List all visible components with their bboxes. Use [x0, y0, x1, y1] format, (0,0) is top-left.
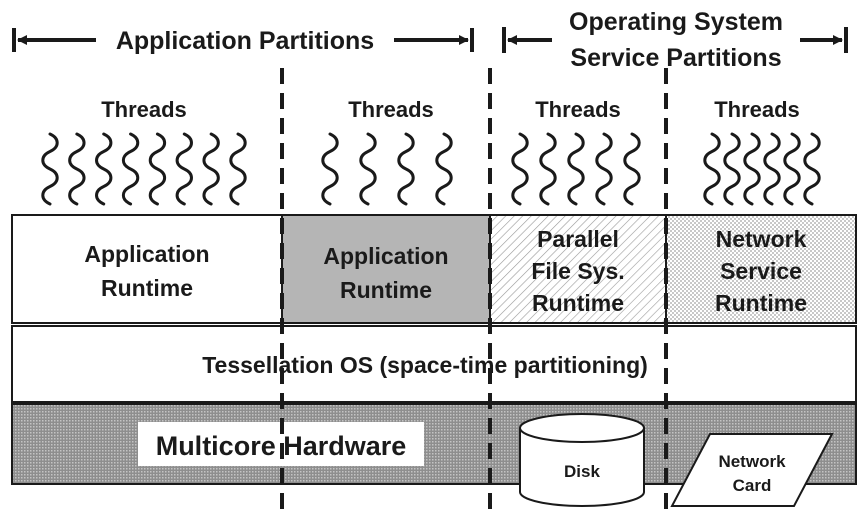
os-layer-box	[11, 325, 857, 403]
thread-squiggle-icon	[359, 132, 377, 206]
runtime-layer: Application Runtime Application Runtime …	[11, 214, 857, 324]
thread-squiggle-icon	[95, 132, 113, 206]
network-card-icon: Network Card	[670, 433, 834, 507]
runtime-1-line-2: Runtime	[101, 275, 193, 301]
threads-label-4: Threads	[714, 97, 800, 122]
threads-label-1: Threads	[101, 97, 187, 122]
runtime-2-line-1: Application	[323, 243, 448, 269]
thread-squiggle-icon	[148, 132, 167, 206]
runtime-1-line-1: Application	[84, 241, 209, 267]
runtime-3-line-2: File Sys.	[531, 258, 624, 284]
thread-squiggle-icon	[803, 132, 821, 206]
thread-squiggle-icon	[763, 132, 781, 206]
hardware-layer: Multicore Hardware Disk Network Card	[11, 403, 857, 507]
thread-squiggle-icon	[623, 132, 641, 206]
runtime-3-line-1: Parallel	[537, 226, 619, 252]
runtime-box-4	[665, 214, 857, 324]
os-layer-label: Tessellation OS (space-time partitioning…	[202, 352, 648, 378]
os-partitions-label-line2: Service Partitions	[570, 44, 781, 72]
threads-label-2: Threads	[348, 97, 434, 122]
thread-squiggle-icon	[743, 132, 761, 206]
runtime-4-line-1: Network	[716, 226, 807, 252]
thread-squiggle-icon	[703, 132, 721, 206]
thread-squiggle-icon	[202, 132, 220, 206]
thread-squiggles	[41, 132, 821, 206]
thread-squiggle-icon	[121, 132, 140, 206]
thread-squiggle-icon	[321, 132, 339, 206]
runtime-box-2	[281, 214, 491, 324]
network-card-label-line2: Card	[733, 476, 772, 495]
runtime-3-line-3: Runtime	[532, 290, 624, 316]
network-card-label-line1: Network	[718, 452, 786, 471]
thread-squiggle-icon	[68, 132, 86, 206]
app-partitions-header: Application Partitions	[12, 27, 474, 55]
runtime-2-line-2: Runtime	[340, 277, 432, 303]
thread-squiggle-icon	[539, 132, 557, 206]
disk-label: Disk	[564, 462, 600, 481]
os-partitions-label-line1: Operating System	[569, 8, 783, 36]
thread-squiggle-icon	[567, 132, 585, 206]
thread-squiggle-icon	[229, 132, 247, 206]
disk-icon: Disk	[519, 413, 645, 507]
threads-layer: Threads Threads Threads Threads	[41, 97, 821, 206]
thread-squiggle-icon	[783, 132, 801, 206]
os-partitions-header: Operating System Service Partitions	[502, 8, 848, 72]
os-layer: Tessellation OS (space-time partitioning…	[11, 325, 857, 403]
runtime-4-line-2: Service	[720, 258, 802, 284]
runtime-box-1	[11, 214, 283, 324]
thread-squiggle-icon	[41, 132, 59, 206]
thread-squiggle-icon	[435, 132, 453, 206]
thread-squiggle-icon	[595, 132, 613, 206]
thread-squiggle-icon	[175, 132, 193, 206]
runtime-4-line-3: Runtime	[715, 290, 807, 316]
thread-squiggle-icon	[723, 132, 741, 206]
threads-label-3: Threads	[535, 97, 621, 122]
thread-squiggle-icon	[397, 132, 415, 206]
app-partitions-label: Application Partitions	[116, 27, 374, 55]
thread-squiggle-icon	[511, 132, 529, 206]
